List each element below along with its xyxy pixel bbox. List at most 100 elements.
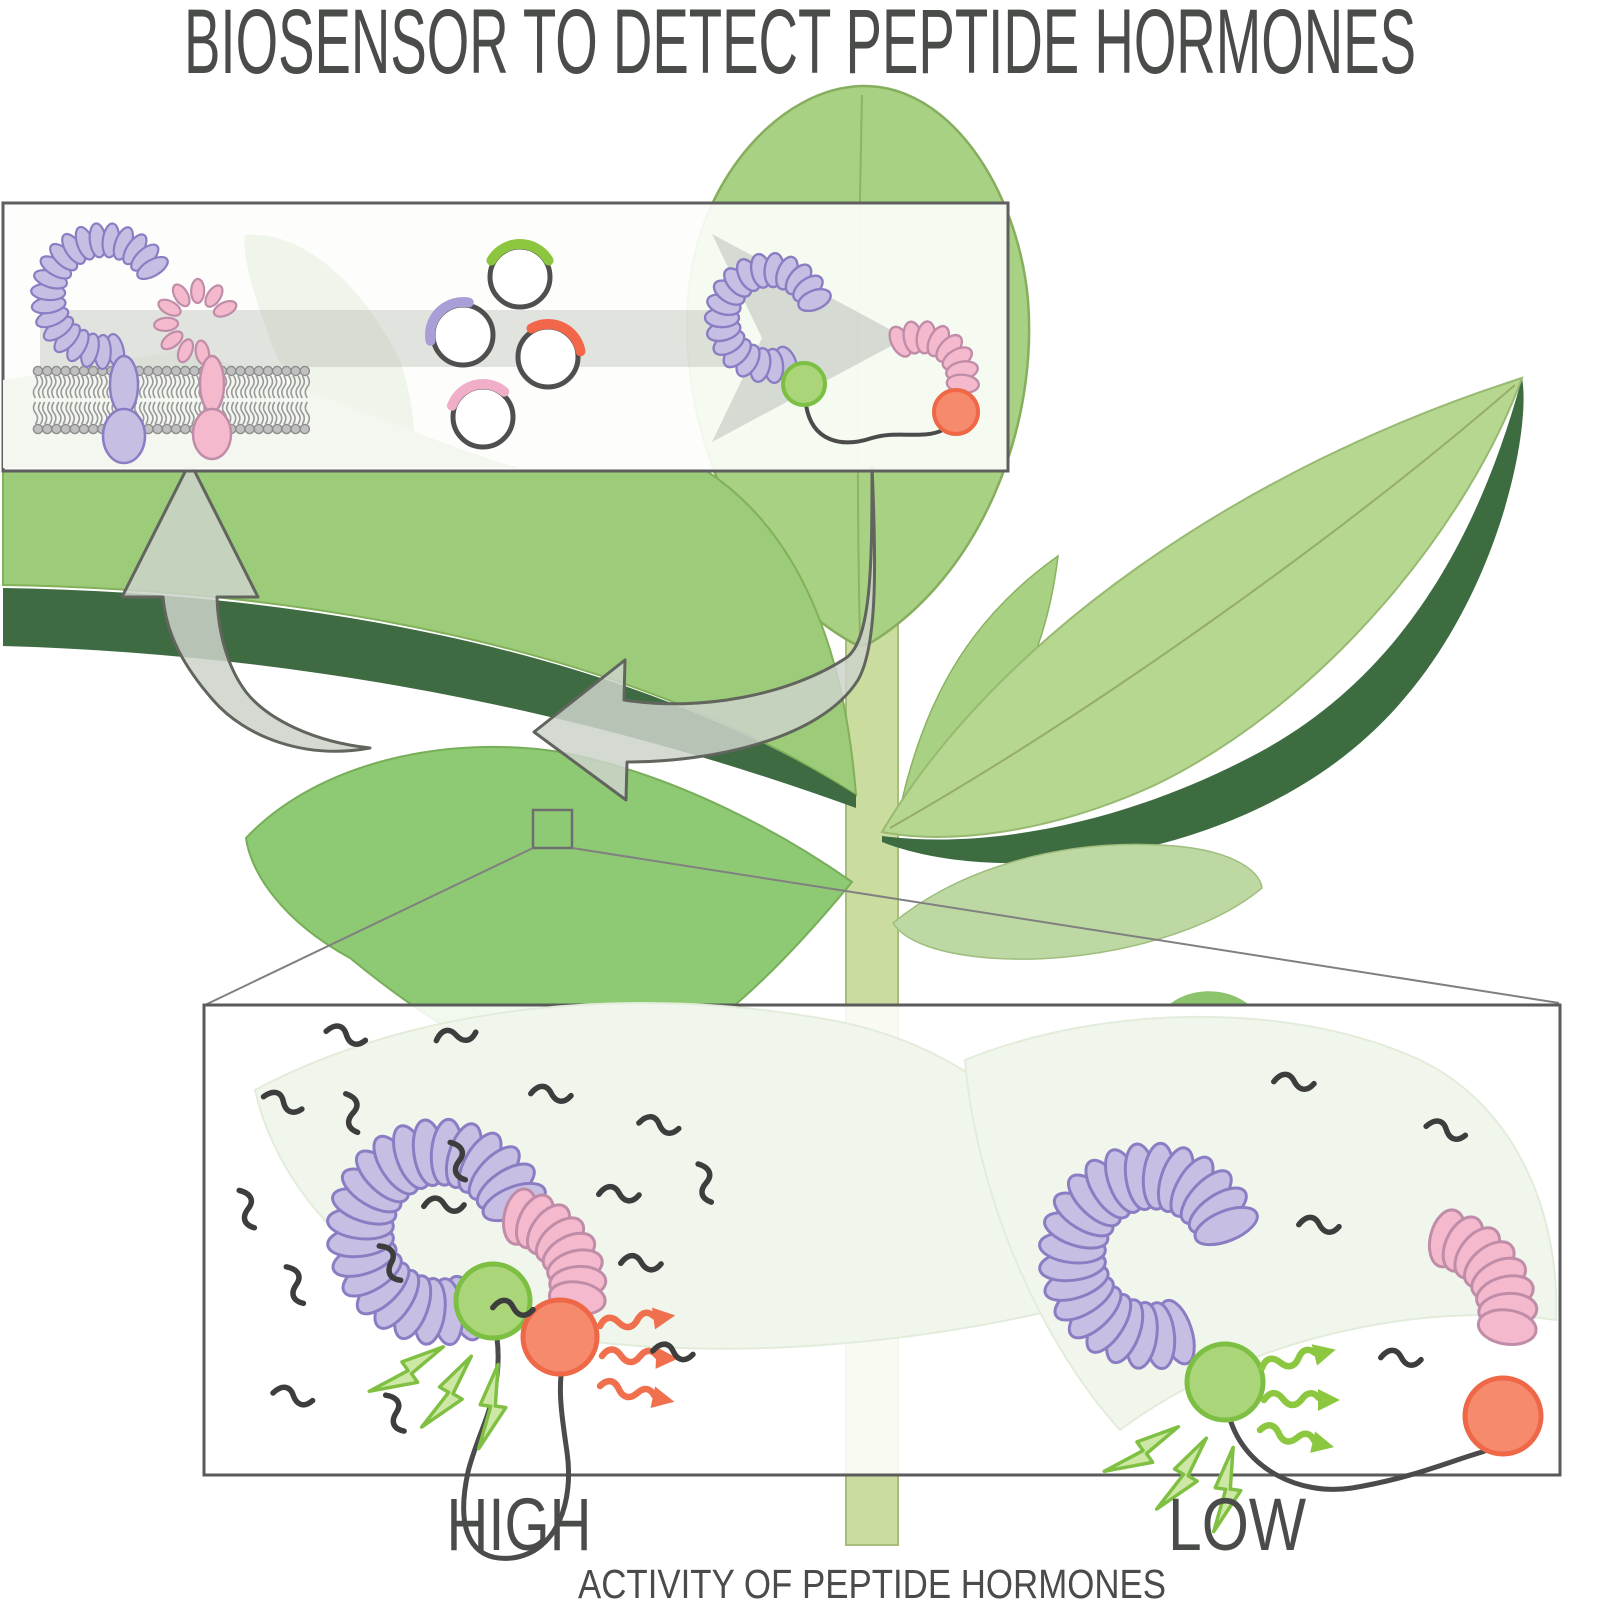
emission-wave xyxy=(596,1309,658,1331)
lipid-tail xyxy=(179,375,186,399)
lipid-head xyxy=(32,365,44,377)
lipid-head xyxy=(41,365,53,377)
peptide-hormone xyxy=(596,1183,642,1204)
coil-bead xyxy=(160,330,184,351)
emission-arrowhead xyxy=(1310,1431,1335,1453)
excitation-bolt-icon xyxy=(419,1354,474,1429)
lipid-tail xyxy=(60,375,66,399)
lipid-tail xyxy=(152,401,158,425)
peptide-hormone xyxy=(650,1341,696,1363)
peptide-hormone xyxy=(433,1027,479,1044)
lipid-tail xyxy=(244,401,250,425)
lipid-head xyxy=(271,423,283,435)
lipid-tail xyxy=(299,375,306,399)
receptor-a-coil xyxy=(30,222,169,371)
lipid-tail xyxy=(179,401,186,425)
plasmid-insert xyxy=(425,297,474,346)
peptide-hormone xyxy=(323,1023,369,1047)
lipid-tail xyxy=(69,401,76,425)
lipid-tail xyxy=(189,401,195,425)
lipid-tail xyxy=(51,401,57,425)
lipid-tail xyxy=(304,401,311,425)
emission-wave xyxy=(1256,1422,1318,1445)
lipid-tail xyxy=(74,375,81,399)
page-title: BIOSENSOR TO DETECT PEPTIDE HORMONES xyxy=(184,0,1416,93)
lipid-head xyxy=(60,365,71,377)
lipid-tail xyxy=(225,401,232,425)
label-low: LOW xyxy=(1168,1483,1306,1566)
lipid-tail xyxy=(97,401,103,425)
peptide-hormone xyxy=(382,1392,407,1434)
lipid-tail xyxy=(92,375,99,399)
high-donor-fluorophore xyxy=(453,1261,533,1341)
lipid-head xyxy=(179,365,191,377)
lipid-tail xyxy=(74,401,81,425)
lipid-tail xyxy=(170,401,177,425)
peptide-hormone xyxy=(636,1114,682,1136)
low-donor-fluorophore xyxy=(1184,1341,1266,1423)
low-acceptor-fluorophore xyxy=(1462,1375,1544,1457)
peptide-hormone xyxy=(1296,1214,1342,1235)
coil-bead xyxy=(157,298,182,317)
lipid-head xyxy=(262,423,274,435)
low-peptides xyxy=(1271,1071,1469,1368)
lipid-tail xyxy=(262,375,269,399)
peptide-hormone xyxy=(447,1139,469,1183)
sensor-linker xyxy=(804,403,945,445)
lipid-tail xyxy=(290,401,296,425)
plasmid-insert xyxy=(526,319,586,357)
plasmid xyxy=(446,379,516,450)
lipid-tail xyxy=(152,375,158,399)
low-coil-b xyxy=(1427,1208,1539,1346)
emission-arrowhead xyxy=(651,1307,676,1330)
lipid-tail xyxy=(157,375,163,399)
lipid-tail xyxy=(65,401,71,425)
lipid-head xyxy=(170,423,182,435)
lipid-tail xyxy=(46,375,53,399)
lipid-tail xyxy=(46,401,53,425)
donor-fluorophore xyxy=(781,361,827,407)
peptide-hormone xyxy=(695,1161,715,1205)
peptide-hormone xyxy=(1423,1118,1469,1142)
lipid-tail xyxy=(32,401,39,425)
lipid-head xyxy=(170,365,182,377)
lipid-tail xyxy=(281,375,287,399)
excitation-bolt-icon xyxy=(1102,1424,1181,1474)
plasmid-insert xyxy=(446,379,510,411)
peptide-hormone xyxy=(283,1264,307,1307)
receptor-b-kinase-domain xyxy=(191,407,233,461)
lipid-head xyxy=(87,423,99,435)
receptor-b xyxy=(153,277,238,461)
lipid-tail xyxy=(194,375,200,399)
lipid-tail xyxy=(32,375,39,399)
lipid-tail xyxy=(148,375,154,399)
lipid-head xyxy=(299,423,311,435)
caption: ACTIVITY OF PEPTIDE HORMONES xyxy=(578,1561,1166,1607)
lipid-head xyxy=(225,365,237,377)
lipid-head xyxy=(41,423,53,435)
lipid-tail xyxy=(240,375,246,399)
high-coil-b xyxy=(501,1187,608,1316)
lipid-tail xyxy=(166,375,173,399)
lipid-tail xyxy=(170,375,177,399)
lipid-tail xyxy=(69,375,76,399)
coil-bead xyxy=(204,284,224,308)
lipid-tail xyxy=(97,375,103,399)
lipid-tail xyxy=(281,401,287,425)
lipid-tail xyxy=(143,375,149,399)
plasmid-insert xyxy=(486,239,554,266)
excitation-bolt-icon xyxy=(1211,1445,1243,1534)
emission-arrowhead xyxy=(650,1386,675,1408)
lipid-tail xyxy=(78,375,85,399)
emission-wave xyxy=(596,1377,658,1401)
right-leaf xyxy=(880,376,1524,864)
lipid-tail xyxy=(60,401,66,425)
peptide-hormone xyxy=(342,1091,361,1136)
emission-arrow-icon xyxy=(1256,1422,1335,1453)
plasmid xyxy=(486,239,554,310)
lipid-tail xyxy=(286,401,292,425)
lipid-head xyxy=(244,365,255,377)
lipid-tail xyxy=(37,401,44,425)
ghost-leaf-blade xyxy=(244,234,415,469)
